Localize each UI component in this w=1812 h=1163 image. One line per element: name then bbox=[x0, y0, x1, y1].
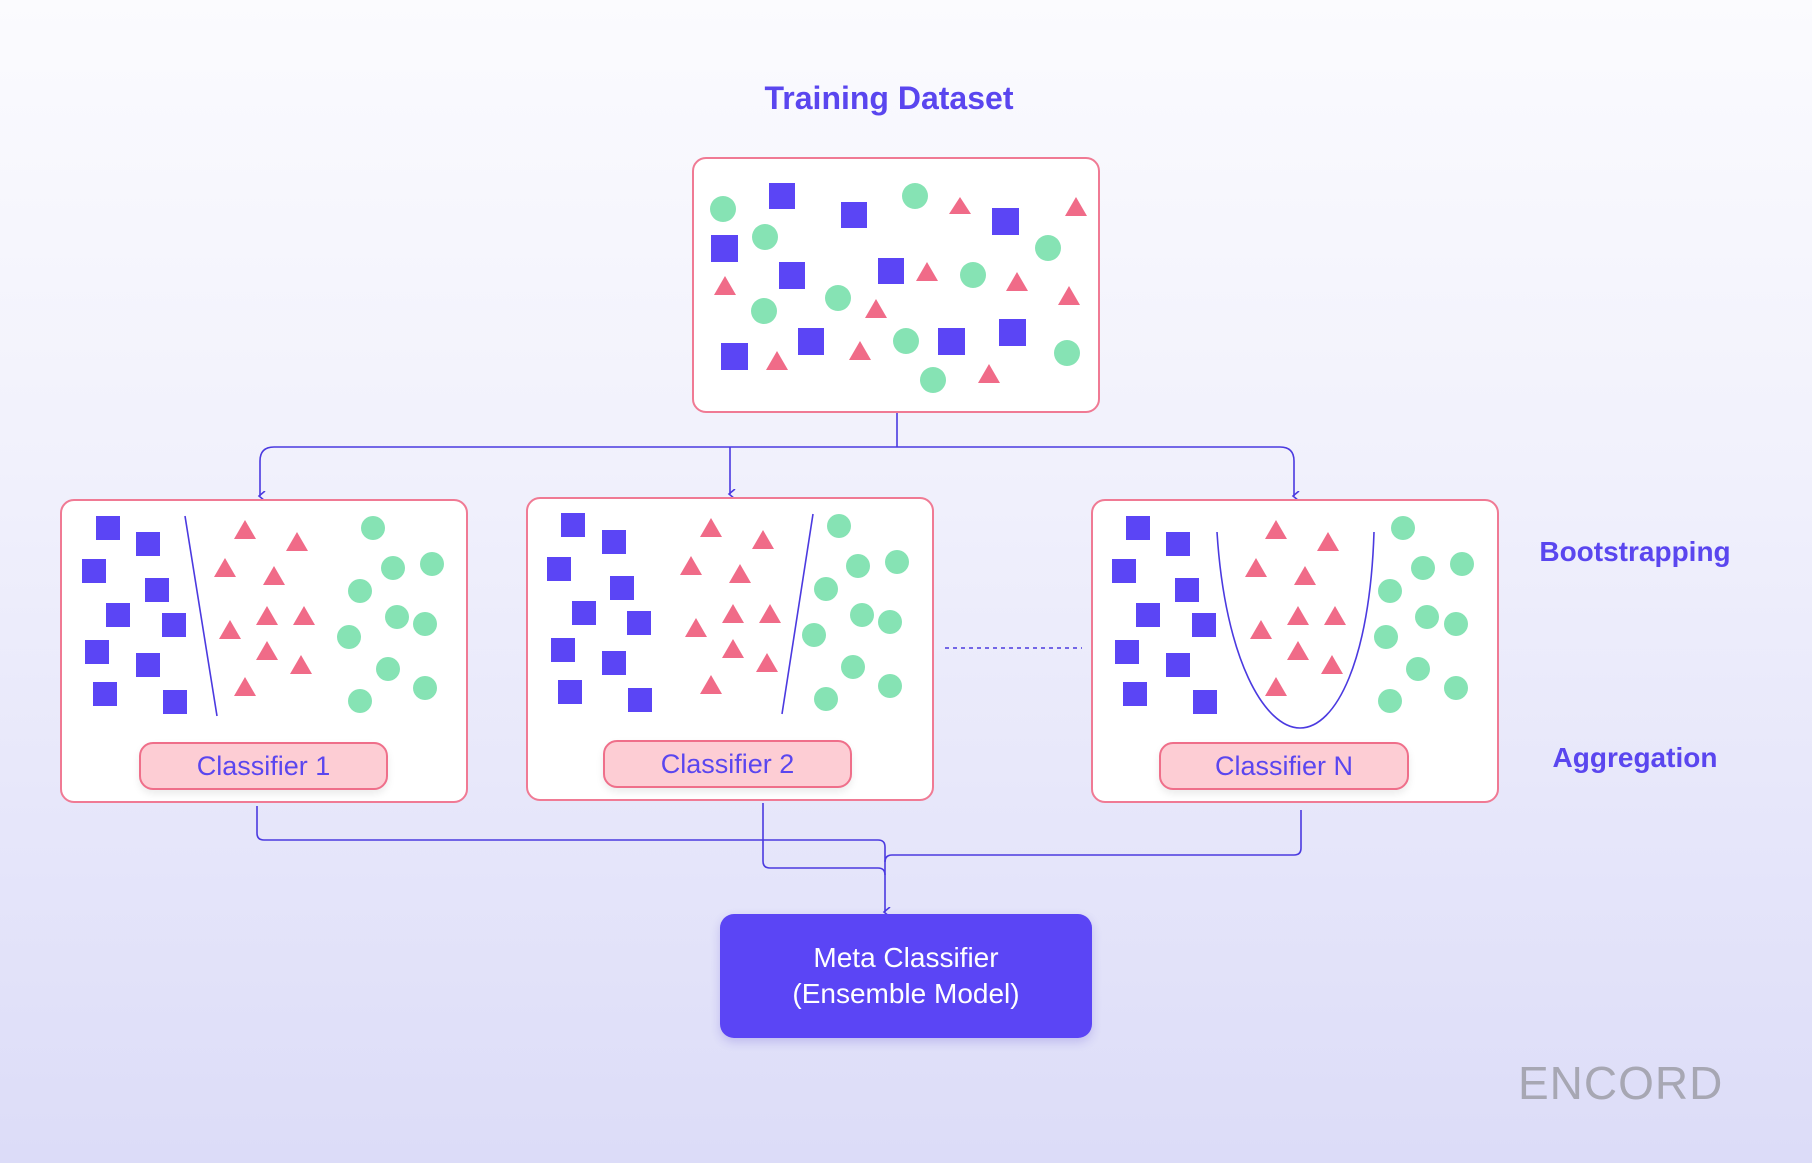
panel-1-points bbox=[82, 515, 444, 717]
classifier-2-text: Classifier 2 bbox=[660, 748, 795, 779]
classifier-2-label: Classifier 2 bbox=[603, 740, 852, 788]
panel-2-points bbox=[547, 513, 909, 715]
classifier-n-label: Classifier N bbox=[1159, 742, 1409, 790]
aggregation-label: Aggregation bbox=[1552, 742, 1718, 773]
meta-classifier-line1: Meta Classifier bbox=[813, 942, 999, 973]
classifier-n-text: Classifier N bbox=[1214, 750, 1354, 781]
meta-classifier-box: Meta Classifier (Ensemble Model) bbox=[720, 914, 1092, 1038]
encord-logo: ENCORD bbox=[1518, 1057, 1724, 1109]
classifier-1-label: Classifier 1 bbox=[139, 742, 388, 790]
classifier-1-text: Classifier 1 bbox=[196, 750, 331, 781]
meta-classifier-line2: (Ensemble Model) bbox=[792, 978, 1020, 1009]
training-dataset-box bbox=[692, 157, 1100, 413]
bootstrapping-label: Bootstrapping bbox=[1539, 536, 1731, 567]
bootstrap-connectors bbox=[260, 413, 1294, 496]
panel-n-points bbox=[1112, 516, 1474, 729]
training-dataset-title: Training Dataset bbox=[764, 80, 1014, 116]
aggregation-connectors bbox=[256, 803, 1302, 912]
